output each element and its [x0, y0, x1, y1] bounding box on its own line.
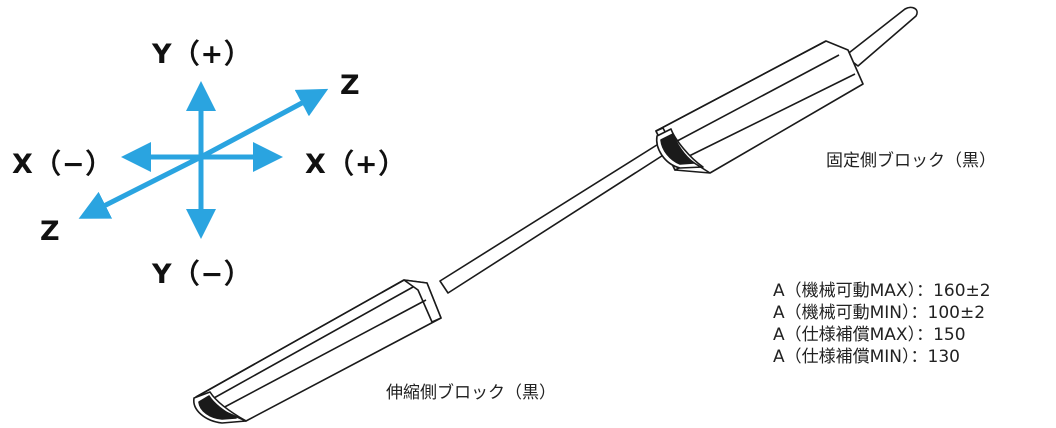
x-plus-label: X（+） [305, 149, 407, 180]
spec-mech-max: A（機械可動MAX）：160±2 [773, 281, 991, 301]
spec-list: A（機械可動MAX）：160±2 A（機械可動MIN）：100±2 A（仕様補償… [773, 280, 991, 368]
spec-guarantee-min: A（仕様補償MIN）：130 [773, 347, 960, 367]
spec-mech-min: A（機械可動MIN）：100±2 [773, 303, 986, 323]
z-upper-arrow [198, 88, 329, 160]
y-minus-label: Y（−） [152, 259, 253, 290]
x-minus-label: X（−） [12, 149, 114, 180]
cable-rod [439, 6, 918, 294]
z-lower-label: Z [40, 216, 61, 247]
moving-side-block [193, 279, 442, 424]
fixed-block-label: 固定側ブロック（黒） [826, 151, 996, 171]
moving-block-label: 伸縮側ブロック（黒） [386, 383, 556, 403]
spec-guarantee-max: A（仕様補償MAX）：150 [773, 325, 966, 345]
fixed-side-block [655, 40, 864, 174]
axis-arrows [78, 81, 329, 239]
z-lower-arrow [78, 154, 204, 219]
z-upper-label: Z [340, 70, 361, 101]
y-plus-label: Y（+） [152, 39, 253, 70]
